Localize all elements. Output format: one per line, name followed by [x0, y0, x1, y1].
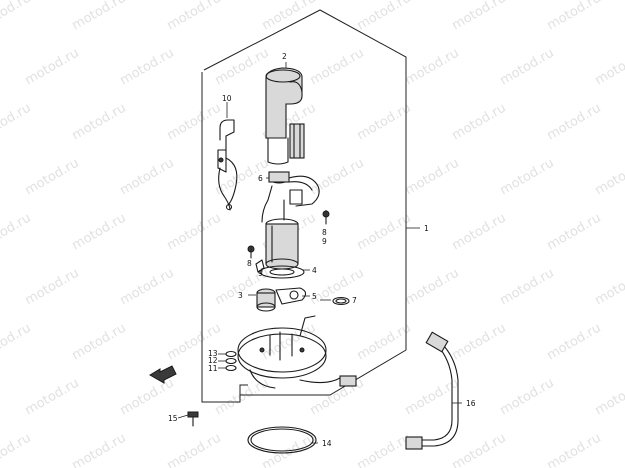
part-10-wire-bracket [217, 119, 238, 211]
callout-5: 5 [312, 292, 317, 301]
watermark-text: motod.ru [545, 101, 604, 144]
watermark-text: motod.ru [165, 0, 224, 33]
watermark-text: motod.ru [545, 321, 604, 364]
watermark-text: motod.ru [0, 321, 34, 364]
part-2-pump-housing [265, 67, 305, 165]
callout-4: 4 [312, 266, 317, 275]
watermark-text: motod.ru [23, 266, 82, 309]
callout-labels: 1 2 3 4 5 6 7 8 8 9 9 10 11 12 13 14 15 … [168, 52, 476, 448]
callout-8a: 8 [322, 228, 327, 237]
watermark-text: motod.ru [355, 211, 414, 254]
assembly-frame [201, 9, 407, 403]
watermark-text: motod.ru [70, 431, 129, 468]
callout-12: 12 [208, 356, 218, 365]
watermark-text: motod.ru [308, 156, 367, 199]
watermark-text: motod.ru [593, 46, 625, 89]
callout-8b: 8 [247, 259, 252, 268]
callout-14: 14 [322, 439, 332, 448]
part-12-washer [225, 357, 237, 365]
part-16-hose [405, 331, 459, 450]
part-7-o-ring [332, 296, 350, 306]
watermark-text: motod.ru [355, 101, 414, 144]
watermark-text: motod.ru [403, 156, 462, 199]
watermark-text: motod.ru [118, 46, 177, 89]
watermark-text: motod.ru [165, 211, 224, 254]
watermark-text: motod.ru [70, 211, 129, 254]
watermark-text: motod.ru [593, 156, 625, 199]
part-11-nut [225, 364, 237, 372]
part-3-regulator [256, 288, 276, 312]
watermark-text: motod.ru [260, 321, 319, 364]
watermark-text: motod.ru [593, 266, 625, 309]
front-arrow-icon [149, 365, 177, 384]
pump-motor [265, 199, 299, 270]
watermark-text: motod.ru [403, 266, 462, 309]
watermark-text: motod.ru [260, 431, 319, 468]
callout-15: 15 [168, 414, 178, 423]
watermark-text: motod.ru [70, 0, 129, 33]
callout-9b: 9 [258, 269, 263, 278]
watermark-text: motod.ru [70, 101, 129, 144]
watermark-text: motod.ru [355, 0, 414, 33]
watermark-text: motod.ru [213, 46, 272, 89]
watermark-text: motod.ru [450, 101, 509, 144]
watermark-text: motod.ru [23, 376, 82, 419]
callout-3: 3 [238, 291, 243, 300]
watermark-text: motod.ru [403, 46, 462, 89]
watermark-text: motod.ru [545, 0, 604, 33]
callout-11: 11 [208, 364, 218, 373]
watermark-text: motod.ru [118, 376, 177, 419]
watermark-text: motod.ru [165, 431, 224, 468]
watermark-text: motod.ru [0, 0, 34, 33]
watermark-text: motod.ru [70, 321, 129, 364]
callout-1: 1 [424, 224, 429, 233]
watermark-text: motod.ru [450, 321, 509, 364]
watermark-text: motod.ru [593, 376, 625, 419]
callout-7: 7 [352, 296, 357, 305]
watermark-text: motod.ru [403, 376, 462, 419]
watermark-text: motod.ru [118, 266, 177, 309]
callout-2: 2 [282, 52, 287, 61]
watermark-text: motod.ru [0, 431, 34, 468]
watermark-text: motod.ru [308, 46, 367, 89]
part-15-bolt [187, 411, 199, 427]
watermark-text: motod.ru [118, 156, 177, 199]
frame-notch [239, 384, 248, 395]
watermark-text: motod.ru [23, 156, 82, 199]
part-14-gasket [247, 426, 317, 454]
watermark-text: motod.ru [355, 321, 414, 364]
part-4-ring [259, 265, 305, 279]
watermark-text: motod.ru [450, 0, 509, 33]
callout-13: 13 [208, 349, 218, 358]
watermark-text: motod.ru [545, 431, 604, 468]
callout-16: 16 [466, 399, 476, 408]
watermark-text: motod.ru [260, 0, 319, 33]
watermark-text: motod.ru [498, 46, 557, 89]
watermark-text: motod.ru [498, 156, 557, 199]
callout-10: 10 [222, 94, 232, 103]
watermark-text: motod.ru [355, 431, 414, 468]
part-13-cap [225, 350, 237, 358]
watermark-text: motod.ru [450, 431, 509, 468]
watermark-text: motod.ru [165, 101, 224, 144]
watermark-text: motod.ru [23, 46, 82, 89]
callout-9a: 9 [322, 237, 327, 246]
part-6-filter-harness [261, 171, 320, 223]
watermark-text: motod.ru [545, 211, 604, 254]
part-9-clip [255, 259, 265, 273]
base-plate [237, 315, 357, 389]
callout-6: 6 [258, 174, 263, 183]
watermark-text: motod.ru [0, 211, 34, 254]
watermark-text: motod.ru [498, 376, 557, 419]
watermark-text: motod.ru [450, 211, 509, 254]
part-5-bracket [275, 287, 307, 305]
watermark-text: motod.ru [0, 101, 34, 144]
leader-lines [177, 62, 462, 444]
watermark-text: motod.ru [498, 266, 557, 309]
watermark-text: motod.ru [213, 376, 272, 419]
